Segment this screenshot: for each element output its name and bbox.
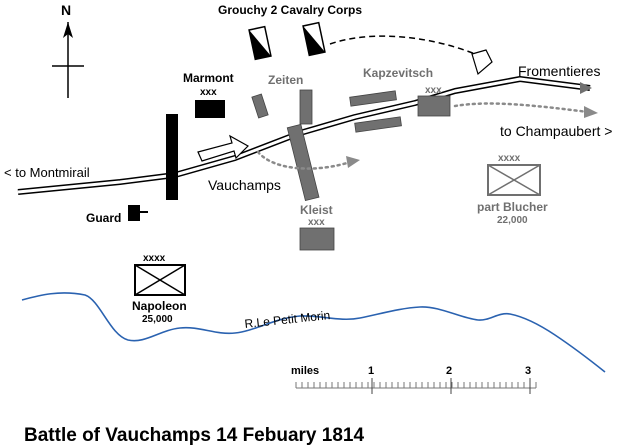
- french-attack-arrow: [197, 134, 249, 162]
- napoleon-army-unit: [134, 264, 186, 296]
- marmont-size-label: xxx: [200, 87, 217, 98]
- kapzevitsch-label: Kapzevitsch: [363, 66, 433, 80]
- scale-tick-label-3: 3: [525, 365, 531, 377]
- road-west-label: < to Montmirail: [4, 165, 90, 180]
- vauchamps-label: Vauchamps: [208, 177, 281, 193]
- grouchy-cavalry-unit-right: [302, 21, 326, 57]
- blucher-strength-label: 22,000: [497, 215, 528, 226]
- zeiten-label: Zeiten: [268, 73, 303, 87]
- fromentieres-marker-icon: [580, 82, 592, 94]
- allied-retreat-arrow-west: [256, 150, 352, 170]
- river-label: R.Le Petit Morin: [244, 308, 331, 331]
- road-east-label: to Champaubert >: [500, 123, 612, 139]
- guard-label: Guard: [86, 211, 121, 225]
- kapzevitsch-unit-upper: [349, 90, 397, 107]
- compass: N: [52, 2, 84, 98]
- road-montmirail-champaubert: [17, 76, 591, 195]
- map-title: Battle of Vauchamps 14 Febuary 1814: [24, 425, 364, 446]
- grouchy-label: Grouchy 2 Cavalry Corps: [218, 3, 362, 17]
- blucher-size-label: xxxx: [498, 153, 521, 164]
- kapzevitsch-main-unit: [417, 95, 451, 117]
- guard-unit: [128, 205, 140, 221]
- scale-tick-label-2: 2: [446, 365, 452, 377]
- kleist-unit: [299, 227, 335, 251]
- grouchy-movement-arrow: [329, 35, 481, 57]
- kleist-label: Kleist: [300, 203, 333, 217]
- kapzevitsch-size-label: xxx: [425, 85, 442, 96]
- zeiten-unit-right: [299, 89, 313, 125]
- kapzevitsch-unit-lower: [354, 116, 402, 133]
- blucher-label: part Blucher: [477, 200, 548, 214]
- zeiten-unit-left: [251, 93, 269, 119]
- napoleon-label: Napoleon: [132, 299, 187, 313]
- grouchy-cavalry-unit-left: [248, 25, 272, 61]
- compass-arrow-icon: [63, 22, 73, 38]
- allied-retreat-arrowhead-east-icon: [584, 106, 598, 118]
- scale-tick-label-1: 1: [368, 365, 374, 377]
- scale-bar: miles 1 2 3: [291, 365, 537, 394]
- marmont-unit: [195, 100, 225, 118]
- fromentieres-label: Fromentieres: [518, 63, 600, 79]
- blucher-army-unit: [487, 164, 541, 196]
- grouchy-arrowhead-icon: [471, 49, 493, 76]
- kleist-column-unit: [286, 123, 320, 202]
- napoleon-strength-label: 25,000: [142, 314, 173, 325]
- french-line-unit: [166, 114, 178, 200]
- marmont-label: Marmont: [183, 71, 234, 85]
- compass-north-label: N: [61, 2, 71, 18]
- napoleon-size-label: xxxx: [143, 253, 166, 264]
- river-petit-morin: [21, 292, 606, 373]
- scale-label: miles: [291, 365, 319, 377]
- allied-retreat-arrowhead-west-icon: [346, 156, 360, 168]
- allied-retreat-arrow-east: [453, 102, 590, 114]
- kleist-size-label: xxx: [308, 217, 325, 228]
- scale-ticks: [295, 378, 537, 394]
